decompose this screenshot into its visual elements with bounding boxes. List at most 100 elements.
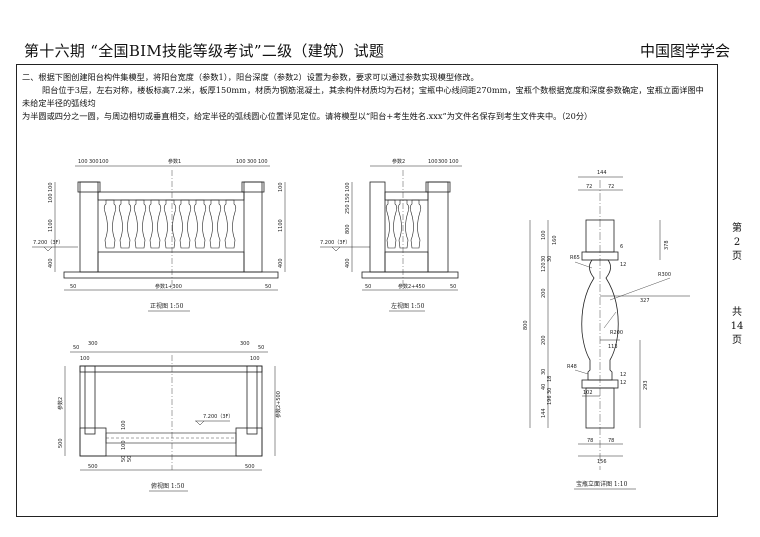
dim-label: 1100 xyxy=(278,219,284,232)
dim-label: 参数2 xyxy=(392,158,405,165)
dim-label: 250 xyxy=(345,204,351,214)
side-view: 参数2 100 300 100 100 150 250 800 400 7.20… xyxy=(320,158,462,312)
level-label: 7.200（3F） xyxy=(33,240,63,246)
dim-label: 100 xyxy=(99,159,109,165)
dim-label: 300 xyxy=(247,159,257,165)
dim-label: 参数2+500 xyxy=(275,391,282,418)
dim-label: 100 xyxy=(541,230,547,240)
total-label: 共 xyxy=(732,307,742,318)
task-line: 为半圆或四分之一圆，与周边相切或垂直相交，给定半径的弧线圆心位置详见定位。请将模… xyxy=(22,111,593,121)
dim-label: 50 xyxy=(73,345,79,351)
total-unit: 页 xyxy=(732,335,742,346)
baluster-detail: 144 72 72 800 100 160 30 30 120 200 200 … xyxy=(523,170,690,490)
dim-label: 78 xyxy=(608,438,614,444)
dim-label: 参数1 xyxy=(168,158,181,165)
dim-label: 50 xyxy=(265,284,271,290)
dim-label: 100 xyxy=(80,356,90,362)
dim-label: 100 xyxy=(236,159,246,165)
dim-label: 参数1+300 xyxy=(155,283,182,290)
dim-label: 50 xyxy=(127,456,133,462)
dim-label: 6 xyxy=(620,244,623,250)
dim-label: 100 xyxy=(345,182,351,192)
page-header-title: 第十六期 “全国BIM技能等级考试”二级（建筑）试题 xyxy=(24,42,385,60)
dim-label: 100 xyxy=(121,420,127,430)
page-no: 2 xyxy=(733,237,741,248)
total-no: 14 xyxy=(730,321,744,332)
page-label: 第 xyxy=(732,223,742,234)
dim-label: 72 xyxy=(608,184,614,190)
dim-label: 400 xyxy=(48,258,54,268)
front-view: 100 300 100 参数1 100 300 100 xyxy=(32,158,286,312)
dim-label: 196 xyxy=(547,395,553,405)
dim-label: 30 xyxy=(547,388,553,394)
dim-label: 400 xyxy=(345,258,351,268)
dim-label: 参数2+450 xyxy=(398,283,425,290)
dim-label: 160 xyxy=(552,235,558,245)
page-header-org: 中国图学学会 xyxy=(639,42,730,60)
drawing-frame xyxy=(16,64,718,517)
radius-label: R200 xyxy=(610,330,623,336)
detail-caption: 宝瓶立面详图 1:10 xyxy=(576,480,628,488)
dim-label: 100 xyxy=(48,193,54,203)
dim-label: 300 xyxy=(88,341,98,347)
dim-label: 100 xyxy=(278,182,284,192)
dim-label: 100 xyxy=(78,159,88,165)
dim-label: 500 xyxy=(58,438,64,448)
dim-label: 72 xyxy=(586,184,592,190)
dim-label: 800 xyxy=(345,224,351,234)
task-line: 二、根据下图创建阳台构件集模型，将阳台宽度（参数1），阳台深度（参数2）设置为参… xyxy=(22,72,479,82)
dim-label: 50 xyxy=(450,284,456,290)
dim-label: 12 xyxy=(620,262,626,268)
level-label: 7.200（3F） xyxy=(320,240,350,246)
radius-label: R65 xyxy=(570,255,580,261)
dim-label: 102 xyxy=(583,390,593,396)
dim-label: 1100 xyxy=(48,219,54,232)
dim-label: 参数2 xyxy=(57,397,64,410)
dim-label: 300 xyxy=(240,341,250,347)
dim-label: 50 xyxy=(121,456,127,462)
page-total: 共 14 页 xyxy=(724,306,750,348)
task-line: 阳台位于3层，左右对称，楼板标高7.2米，板厚150mm，材质为钢筋混凝土，其余… xyxy=(22,85,704,108)
task-description: 二、根据下图创建阳台构件集模型，将阳台宽度（参数1），阳台深度（参数2）设置为参… xyxy=(22,71,712,123)
side-view-caption: 左视图 1:50 xyxy=(391,302,425,310)
dim-label: 500 xyxy=(245,464,255,470)
level-label: 7.200（3F） xyxy=(203,414,233,420)
dim-label: 293 xyxy=(643,380,649,390)
dim-label: 50 xyxy=(365,284,371,290)
dim-label: 18 xyxy=(547,376,553,382)
dim-label: 150 xyxy=(345,193,351,203)
dim-label: 500 xyxy=(88,464,98,470)
plan-view: 50 300 300 50 100 100 7.200（3F） 参数2 500 … xyxy=(57,341,282,492)
dim-label: 400 xyxy=(278,258,284,268)
dim-label: 100 xyxy=(48,182,54,192)
dim-label: 100 xyxy=(428,159,438,165)
dim-label: 378 xyxy=(664,240,670,250)
dim-label: 800 xyxy=(523,320,529,330)
dim-label: 78 xyxy=(587,438,593,444)
dim-label: 30 xyxy=(541,369,547,375)
dim-label: 200 xyxy=(541,335,547,345)
dim-label: 40 xyxy=(541,384,547,390)
dim-label: 100 xyxy=(250,356,260,362)
dim-label: 30 xyxy=(547,256,553,262)
dim-label: 12 xyxy=(620,372,626,378)
dim-label: 100 xyxy=(449,159,459,165)
dim-label: 156 xyxy=(597,459,607,465)
plan-view-caption: 俯视图 1:50 xyxy=(151,482,185,490)
dim-label: 50 xyxy=(258,345,264,351)
dim-label: 120 xyxy=(541,262,547,272)
dim-label: 113 xyxy=(608,344,618,350)
dim-label: 327 xyxy=(640,298,650,304)
dim-label: 300 xyxy=(89,159,99,165)
dim-label: 144 xyxy=(541,408,547,418)
dim-label: 200 xyxy=(541,288,547,298)
dim-label: 50 xyxy=(70,284,76,290)
page-number: 第 2 页 xyxy=(724,222,750,264)
page-unit: 页 xyxy=(732,251,742,262)
dim-label: 12 xyxy=(620,380,626,386)
radius-label: R48 xyxy=(567,364,577,370)
front-view-caption: 正视图 1:50 xyxy=(150,302,184,310)
dim-label: 100 xyxy=(258,159,268,165)
dim-label: 30 xyxy=(541,256,547,262)
